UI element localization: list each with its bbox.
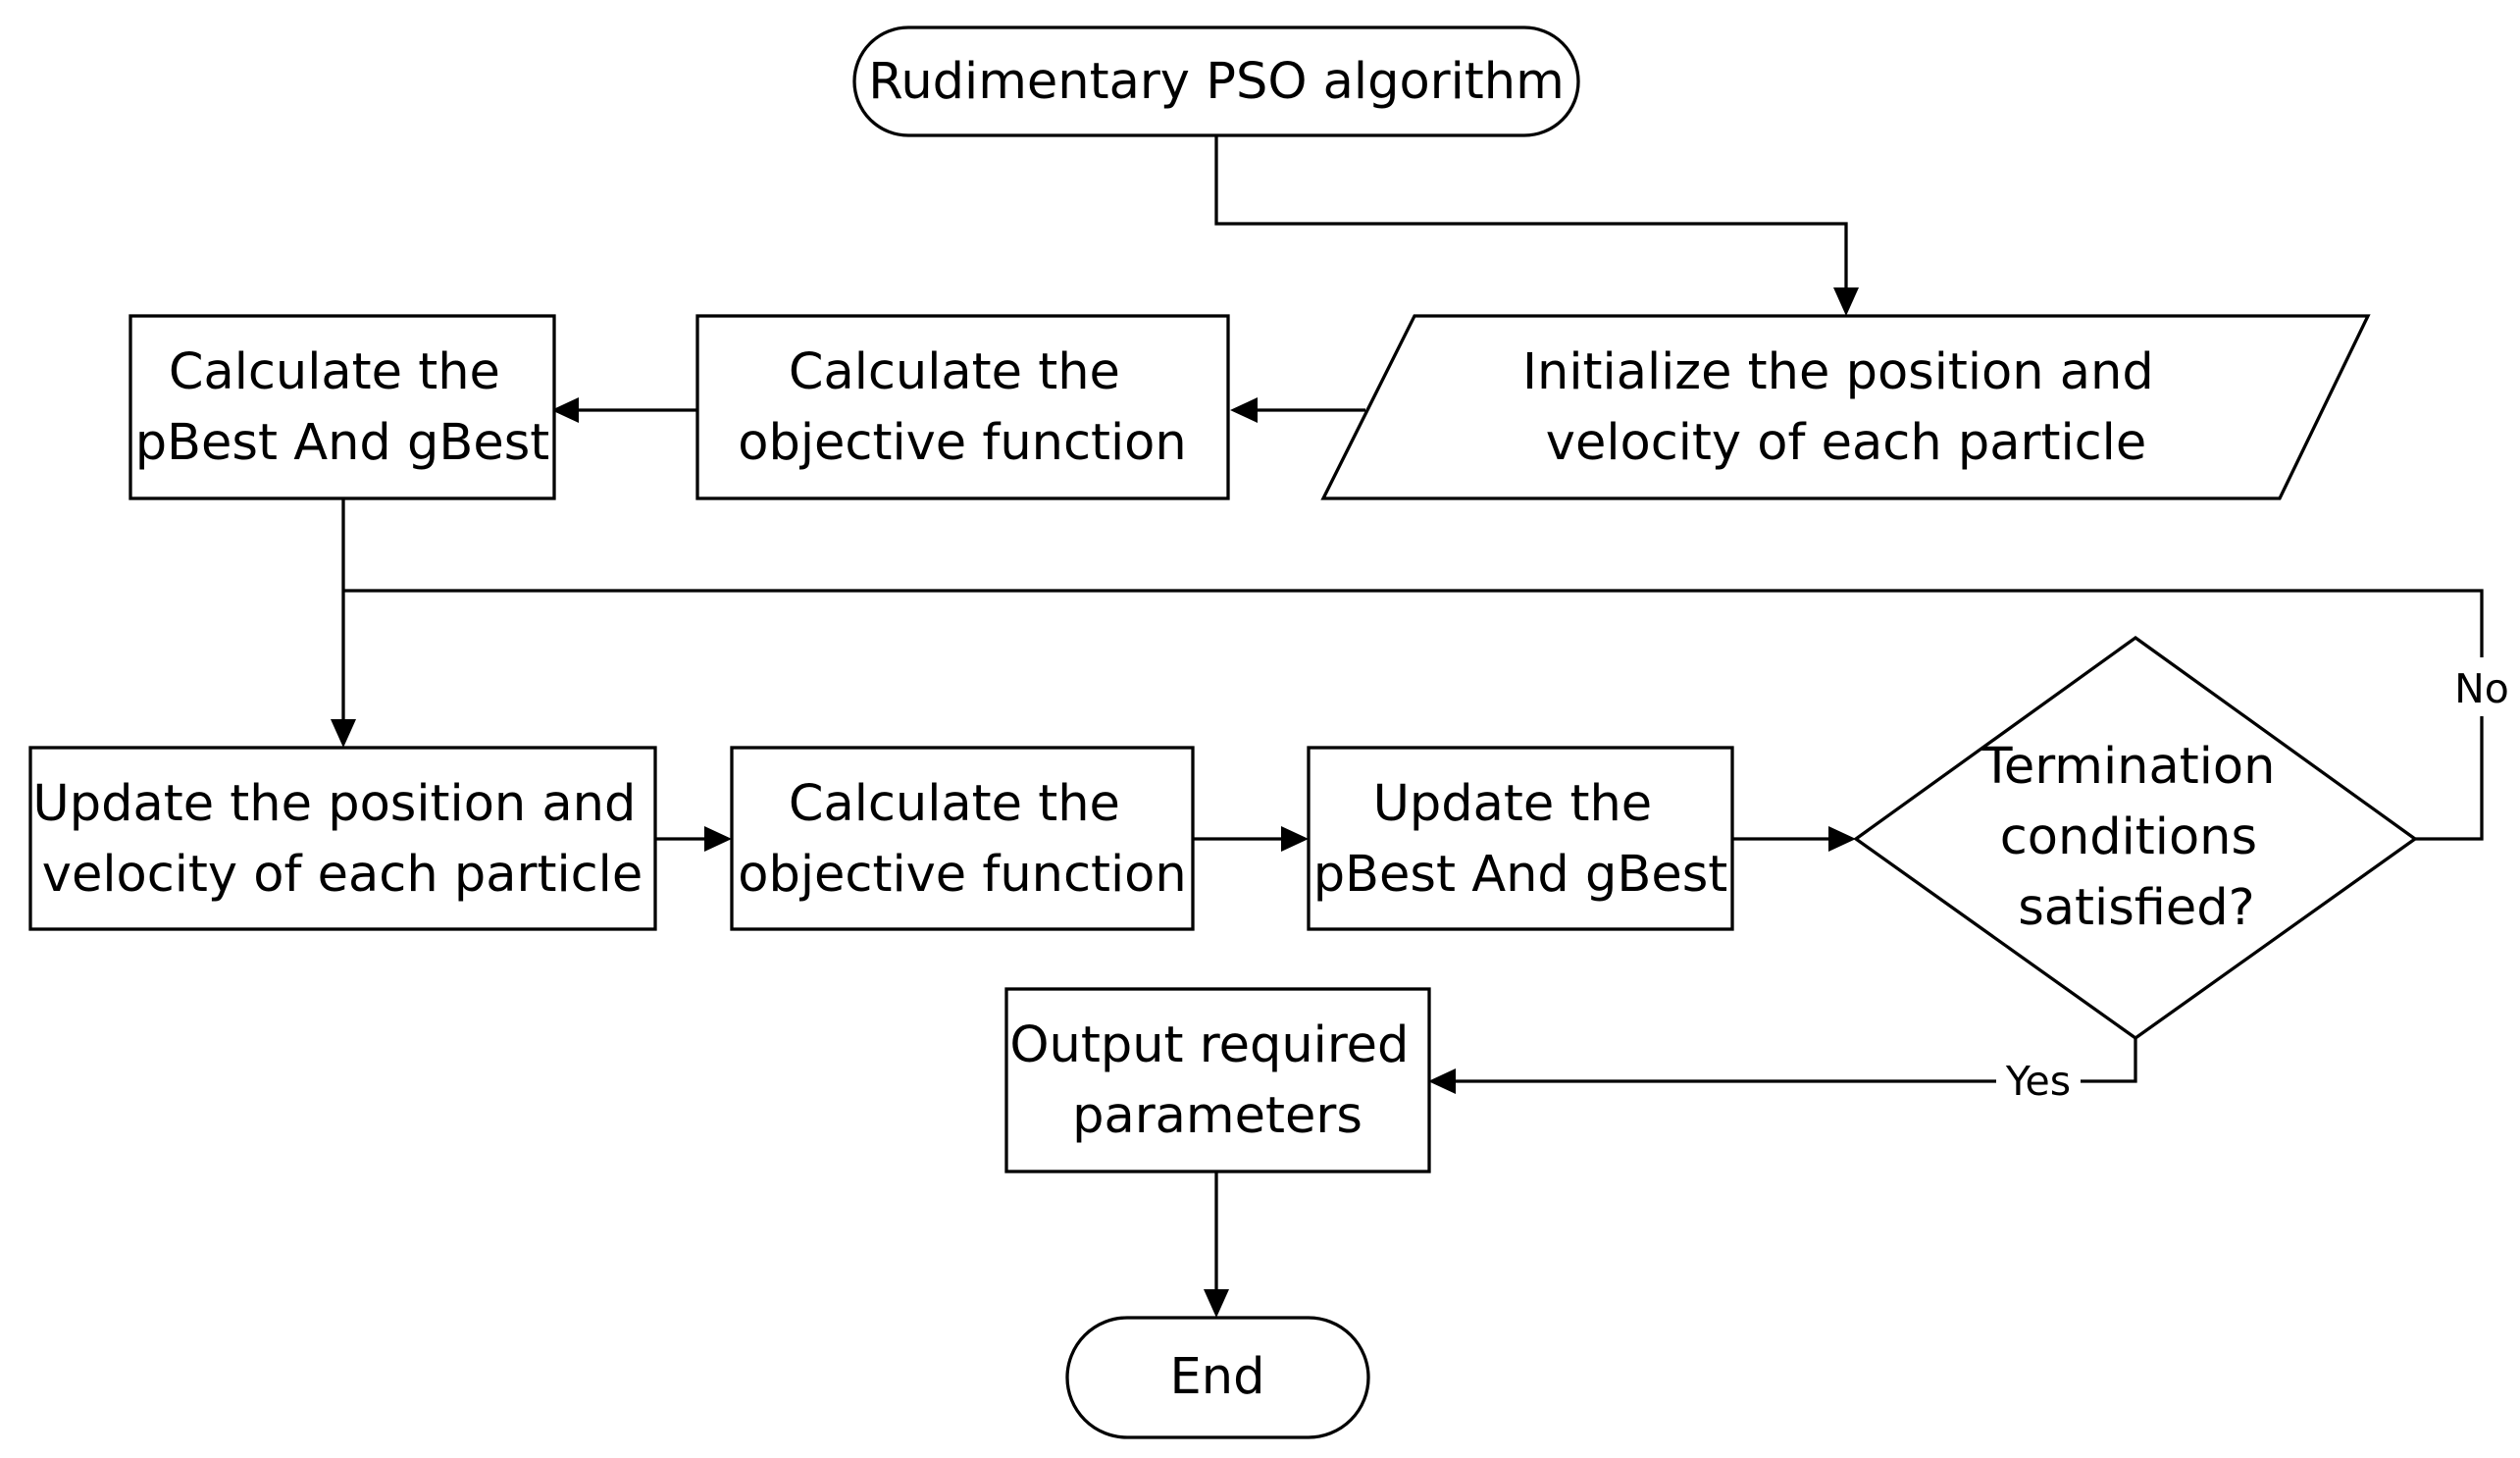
init-line-2: velocity of each particle [1546,414,2146,472]
best-2-label: Update the pBest And gBest [1313,775,1728,904]
best-2-node: Update the pBest And gBest [1307,746,1734,931]
objective-1-line-1: Calculate the [789,343,1120,401]
best-2-box [1307,746,1734,931]
edge-labels: No Yes [1996,657,2516,1107]
best-1-line-2: pBest And gBest [135,414,550,472]
yes-label: Yes [2005,1058,2071,1105]
arrowhead-end [1204,1289,1229,1318]
arrowhead-update [331,719,356,748]
arrow-yes-to-output [1454,1033,2137,1083]
output-node: Output required parameters [1004,987,1431,1173]
end-terminator-shape [1065,1316,1370,1439]
update-position-line-1: Update the position and [32,775,636,833]
update-position-label: Update the position and velocity of each… [32,775,651,904]
output-box [1004,987,1431,1173]
objective-2-line-2: objective function [738,846,1186,904]
arrowhead-output [1428,1068,1456,1094]
arrowhead-best-1 [551,397,579,423]
start-line-1: Rudimentary PSO algorithm [868,53,1565,111]
objective-1-node: Calculate the objective function [695,314,1230,500]
output-line-2: parameters [1072,1087,1363,1145]
best-1-label: Calculate the pBest And gBest [135,343,550,472]
update-position-node: Update the position and velocity of each… [28,746,657,931]
end-line-1: End [1170,1348,1265,1406]
objective-1-box [695,314,1230,500]
update-position-box [28,746,657,931]
termination-line-3: satisfied? [2018,879,2255,937]
best-1-box [129,314,556,500]
objective-1-line-2: objective function [738,414,1186,472]
termination-node: Termination conditions satisfied? [1853,635,2418,1041]
end-label: End [1170,1348,1265,1406]
arrowhead-termination [1828,826,1856,852]
no-label-bg [2447,657,2516,716]
best-2-line-2: pBest And gBest [1313,846,1728,904]
objective-2-label: Calculate the objective function [738,775,1186,904]
objective-2-box [730,746,1195,931]
arrowhead-objective-2 [704,826,732,852]
arrowhead-objective-1 [1230,397,1258,423]
output-label: Output required parameters [1009,1016,1424,1145]
termination-diamond-shape [1853,635,2418,1041]
init-node: Initialize the position and velocity of … [1320,314,2371,500]
objective-2-node: Calculate the objective function [730,746,1195,931]
best-1-node: Calculate the pBest And gBest [129,314,556,500]
termination-line-2: conditions [2000,808,2257,866]
objective-1-label: Calculate the objective function [738,343,1186,472]
end-node: End [1065,1316,1370,1439]
init-parallelogram-shape [1320,314,2371,500]
start-label: Rudimentary PSO algorithm [868,53,1565,111]
best-2-line-1: Update the [1373,775,1653,833]
start-terminator-shape [852,26,1580,137]
termination-label: Termination conditions satisfied? [1980,738,2290,937]
update-position-line-2: velocity of each particle [42,846,643,904]
arrow-start-to-init [1214,135,1848,292]
start-node: Rudimentary PSO algorithm [852,26,1580,137]
output-line-1: Output required [1009,1016,1409,1074]
objective-2-line-1: Calculate the [789,775,1120,833]
init-label: Initialize the position and velocity of … [1522,343,2170,472]
no-label: No [2454,665,2509,712]
yes-label-bg [1996,1058,2081,1107]
arrowhead-best-2 [1281,826,1309,852]
termination-line-1: Termination [1980,738,2275,796]
init-line-1: Initialize the position and [1522,343,2154,401]
arrowhead-init [1833,287,1859,316]
best-1-line-1: Calculate the [169,343,500,401]
